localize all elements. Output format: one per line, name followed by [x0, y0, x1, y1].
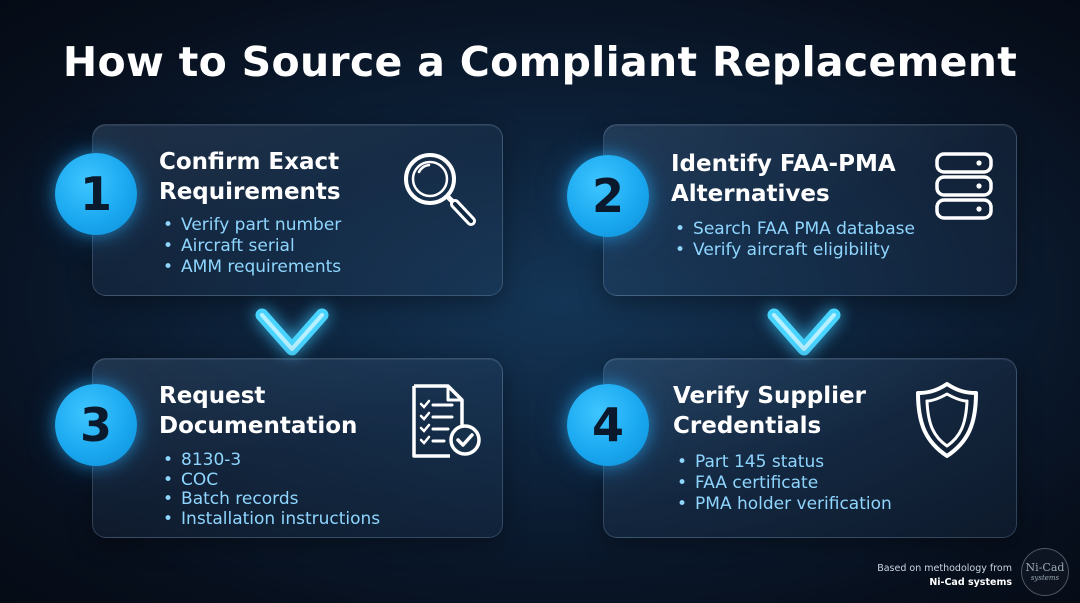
- step-title-1-line1: Confirm Exact: [159, 149, 340, 175]
- bullet-item: Part 145 status: [677, 452, 892, 473]
- bullet-item: Aircraft serial: [163, 236, 341, 257]
- step-title-3-line2: Documentation: [159, 413, 358, 439]
- step-bullets-1: Verify part number Aircraft serial AMM r…: [163, 215, 341, 278]
- credit-line-2: Ni-Cad systems: [929, 577, 1012, 588]
- bullet-item: Batch records: [163, 489, 380, 510]
- bullet-item: AMM requirements: [163, 257, 341, 278]
- bullet-item: 8130-3: [163, 450, 380, 471]
- bullet-item: Verify aircraft eligibility: [675, 240, 915, 261]
- bullet-item: COC: [163, 470, 380, 491]
- step-bullets-2: Search FAA PMA database Verify aircraft …: [675, 219, 915, 261]
- step-bullets-3: 8130-3 COC Batch records Installation in…: [163, 450, 380, 530]
- step-title-1-line2: Requirements: [159, 179, 341, 205]
- step-title-4: Verify Supplier Credentials: [673, 381, 866, 441]
- nicad-logo: Ni-Cad systems: [1021, 548, 1069, 596]
- step-number-badge-3: 3: [55, 384, 137, 466]
- bullet-item: PMA holder verification: [677, 494, 892, 515]
- chevron-down-icon: [255, 308, 329, 356]
- step-title-3-line1: Request: [159, 383, 266, 409]
- bullet-item: Installation instructions: [163, 509, 380, 530]
- page-title: How to Source a Compliant Replacement: [62, 38, 1018, 86]
- step-title-3: Request Documentation: [159, 381, 357, 441]
- logo-text-1: Ni-Cad: [1025, 560, 1065, 574]
- step-title-2-line1: Identify FAA-PMA: [671, 151, 896, 177]
- step-number-badge-1: 1: [55, 153, 137, 235]
- document-checklist-icon: [412, 384, 481, 458]
- database-icon: [935, 152, 993, 220]
- step-bullets-4: Part 145 status FAA certificate PMA hold…: [677, 452, 892, 515]
- credit-line-1: Based on methodology from: [877, 563, 1012, 574]
- step-number-badge-4: 4: [567, 384, 649, 466]
- methodology-credit: Based on methodology from Ni-Cad systems: [877, 562, 1012, 590]
- shield-icon: [916, 382, 978, 458]
- chevron-down-icon: [767, 308, 841, 356]
- step-title-2: Identify FAA-PMA Alternatives: [671, 149, 896, 209]
- bullet-item: Search FAA PMA database: [675, 219, 915, 240]
- step-title-2-line2: Alternatives: [671, 181, 830, 207]
- step-number-badge-2: 2: [567, 155, 649, 237]
- step-title-1: Confirm Exact Requirements: [159, 147, 341, 207]
- bullet-item: Verify part number: [163, 215, 341, 236]
- step-title-4-line2: Credentials: [673, 413, 822, 439]
- logo-text-2: systems: [1030, 573, 1060, 582]
- magnifying-glass-icon: [404, 153, 476, 226]
- step-title-4-line1: Verify Supplier: [673, 383, 866, 409]
- bullet-item: FAA certificate: [677, 473, 892, 494]
